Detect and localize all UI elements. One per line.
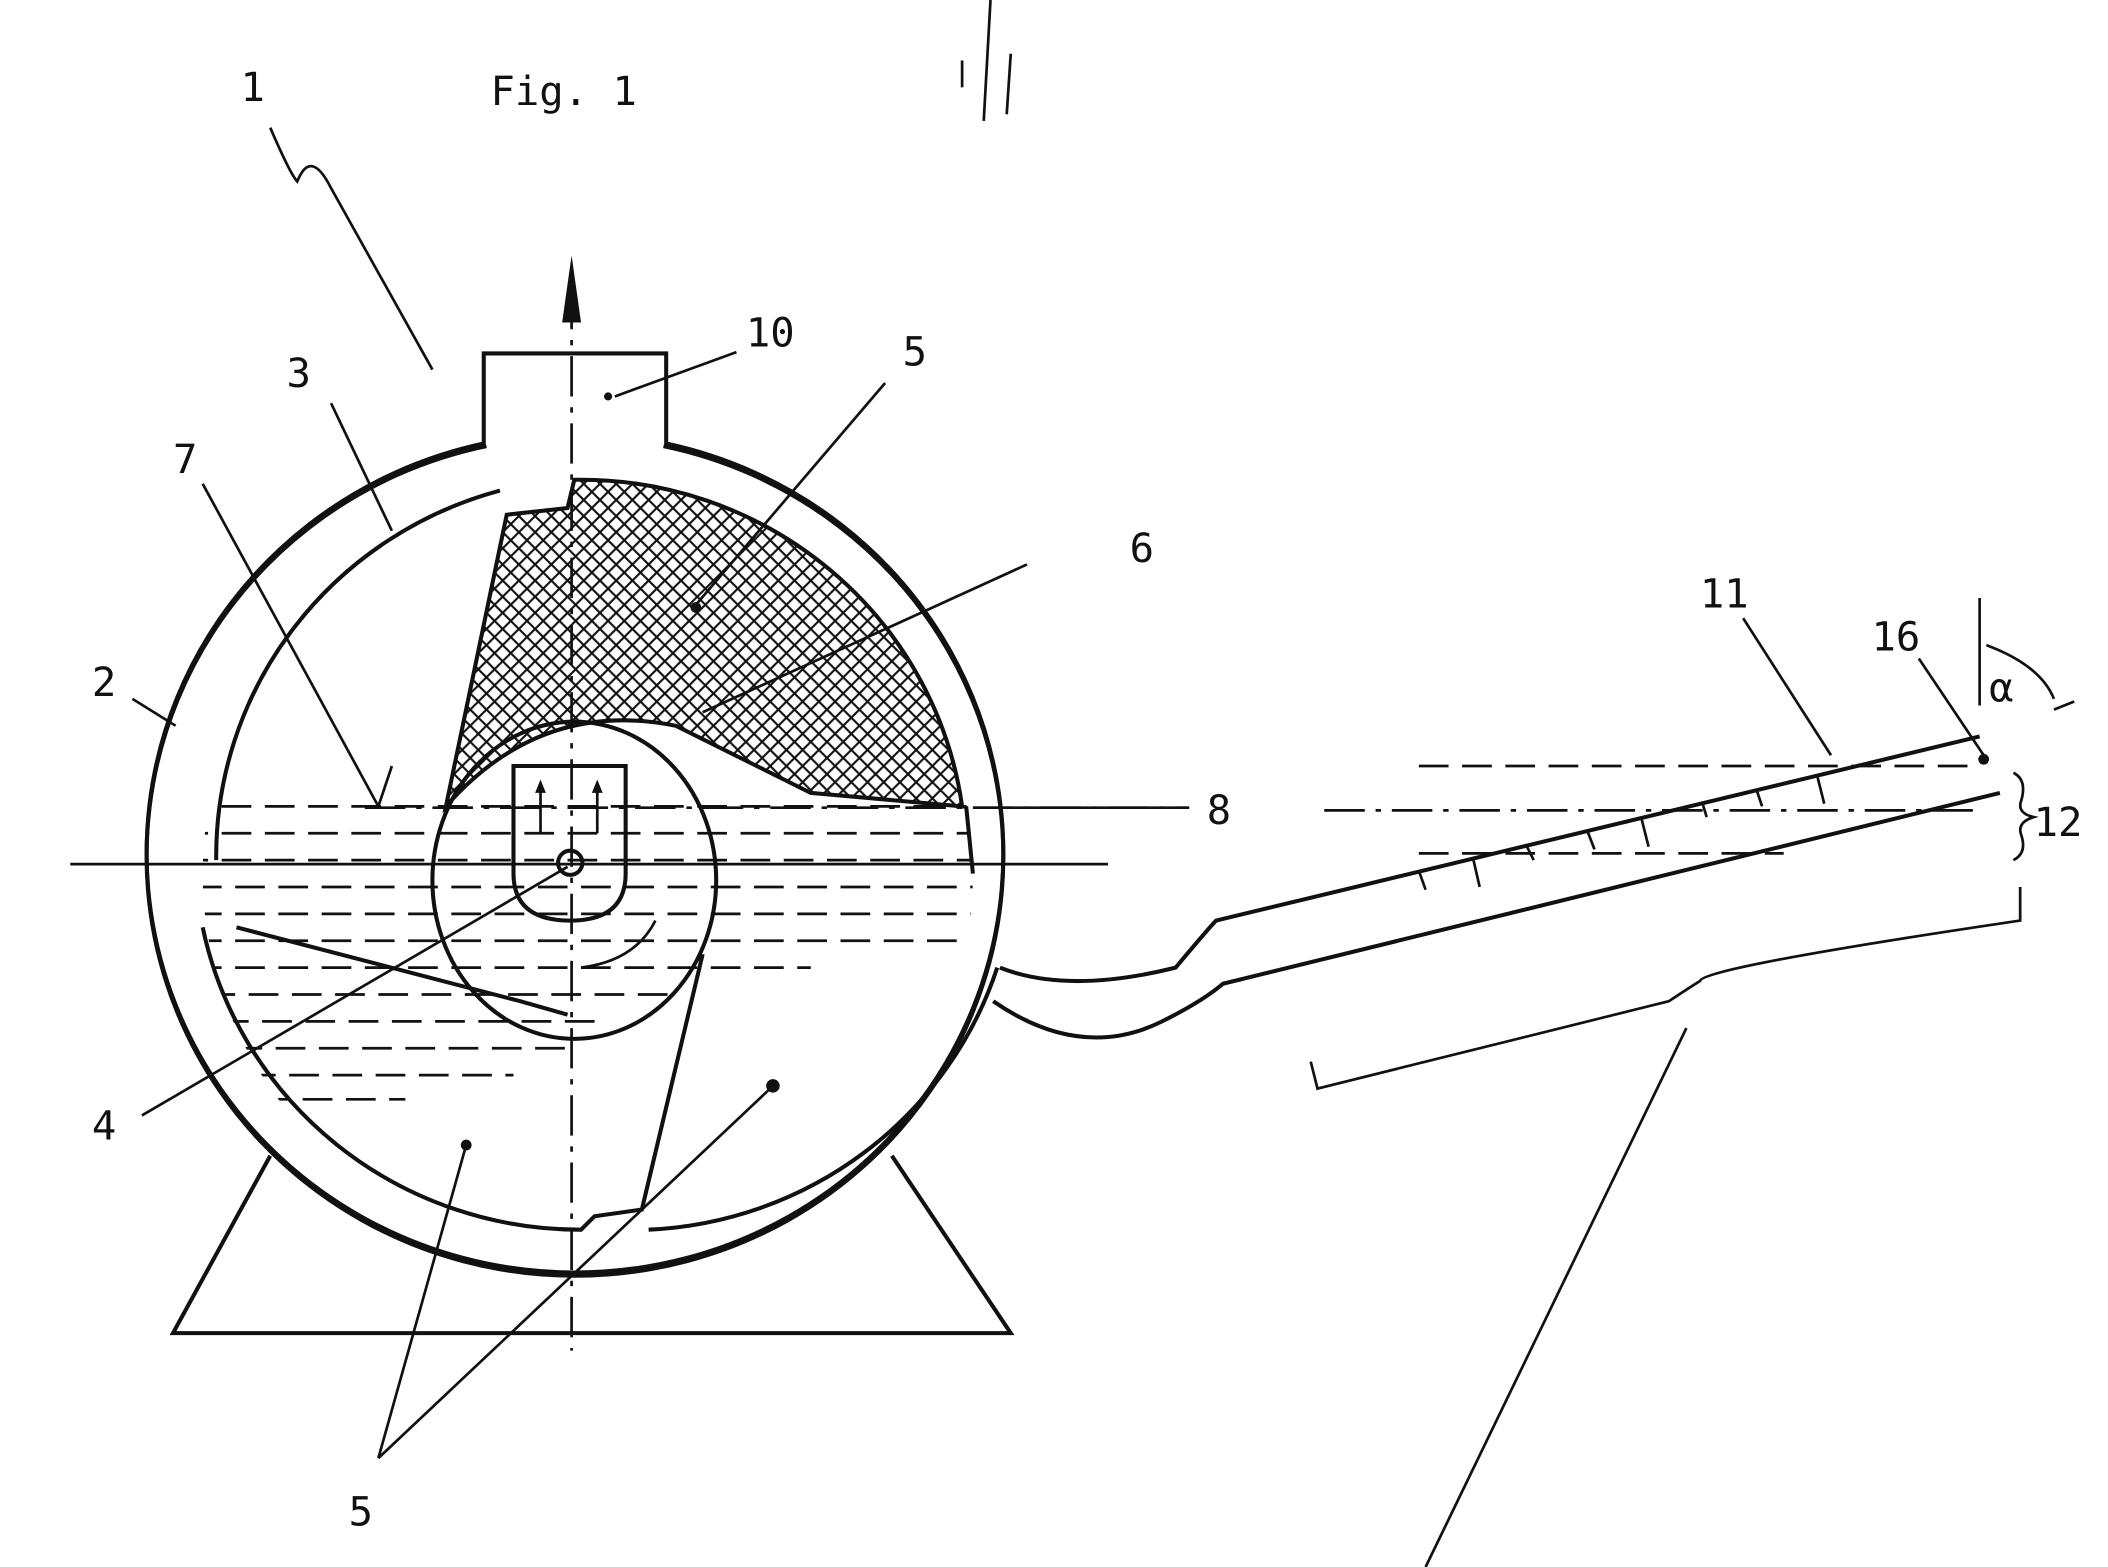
gauge-scale (1419, 777, 1824, 890)
gauge-tube (993, 736, 2000, 1037)
label-16: 16 (1872, 613, 1921, 661)
label-5-top: 5 (903, 328, 927, 376)
label-6: 6 (1130, 524, 1154, 572)
label-5-bottom: 5 (349, 1487, 373, 1535)
label-3: 3 (286, 349, 310, 397)
label-10: 10 (746, 309, 795, 357)
label-1: 1 (241, 63, 265, 111)
outlet-arrow-icon (562, 255, 581, 322)
label-4: 4 (92, 1102, 116, 1150)
label-11: 11 (1700, 570, 1749, 618)
label-8: 8 (1207, 786, 1231, 834)
label-2: 2 (92, 658, 116, 706)
label-7: 7 (173, 435, 197, 483)
label-12: 12 (2034, 798, 2083, 846)
figure-title: Fig. 1 (491, 67, 637, 115)
label-alpha: α (1989, 664, 2013, 712)
